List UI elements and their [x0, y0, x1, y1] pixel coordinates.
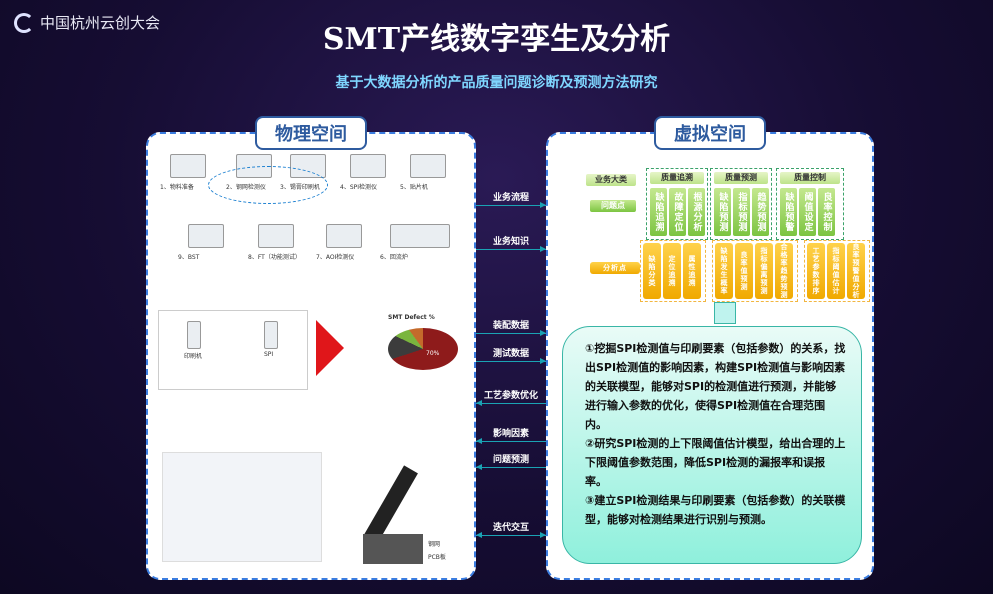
analysis-cell: 指标偏离预测 [755, 243, 773, 299]
arrow-line [476, 202, 546, 208]
flow-arrow: 工艺参数优化 [476, 388, 546, 406]
arrow-line [476, 330, 546, 336]
spi-label: SPI [264, 351, 274, 358]
description-item: ②研究SPI检测的上下限阈值估计模型，给出合理的上下限阈值参数范围，降低SPI检… [585, 437, 846, 488]
station-machine [188, 224, 224, 248]
printing-process-images [162, 452, 322, 562]
flow-label: 业务知识 [492, 237, 529, 247]
spi-flow-diagram: 印刷机 SPI [158, 310, 308, 390]
page-subtitle: 基于大数据分析的产品质量问题诊断及预测方法研究 [335, 75, 658, 91]
flow-arrow: 业务流程 [476, 190, 546, 208]
group-box [646, 168, 708, 240]
virtual-space-panel: 虚拟空间 业务大类 问题点 分析点 质量追溯缺陷追溯故障定位根源分析缺陷分类定位… [546, 116, 874, 580]
group-box [710, 168, 772, 240]
problem-cell: 故障定位 [669, 188, 686, 236]
printer-label: 印刷机 [184, 353, 203, 360]
highlight-ellipse [208, 166, 328, 204]
flow-arrow: 测试数据 [476, 346, 546, 364]
station-machine [410, 154, 446, 178]
analysis-label: 分析点 [590, 262, 640, 274]
analysis-cell: 缺陷发生概率 [715, 243, 733, 299]
station-label: 5、贴片机 [400, 184, 428, 191]
flow-arrow: 迭代交互 [476, 520, 546, 538]
arrow-line [476, 400, 546, 406]
flow-arrow: 影响因素 [476, 426, 546, 444]
flow-arrow: 问题预测 [476, 452, 546, 470]
logo: 中国杭州云创大会 [14, 12, 160, 33]
analysis-cell: 工艺参数排序 [807, 243, 825, 299]
flow-label: 影响因素 [492, 429, 529, 439]
problem-cell: 根源分析 [688, 188, 705, 236]
station-machine [170, 154, 206, 178]
pcb-label: PCB板 [428, 554, 446, 561]
panel-title: 物理空间 [255, 116, 367, 150]
description-item: ③建立SPI检测结果与印刷要素（包括参数）的关联模型，能够对检测结果进行识别与预… [585, 494, 846, 526]
analysis-cell: 合格率趋势预测 [775, 243, 793, 299]
arrow-line [476, 438, 546, 444]
down-arrow-icon [714, 302, 736, 324]
problem-cell: 缺陷预测 [714, 188, 731, 236]
description-box: ①挖掘SPI检测值与印刷要素（包括参数）的关系，找出SPI检测值的影响因素，构建… [562, 326, 862, 564]
station-label: 4、SPI检测仪 [340, 184, 378, 191]
arrow-line [476, 464, 546, 470]
group-title: 质量控制 [780, 172, 840, 184]
pct-label: 70% [426, 350, 440, 357]
station-label: 1、物料准备 [160, 184, 194, 191]
logo-icon [14, 12, 34, 33]
description-item: ①挖掘SPI检测值与印刷要素（包括参数）的关系，找出SPI检测值的影响因素，构建… [585, 342, 846, 431]
group-title: 质量预测 [714, 172, 768, 184]
analysis-cell: 良率值预测 [735, 243, 753, 299]
problem-cell: 阈值设定 [799, 188, 816, 236]
arrow-line [476, 246, 546, 252]
page-title: SMT产线数字孪生及分析 [322, 22, 671, 57]
group-box [776, 168, 844, 240]
analysis-group-box [640, 240, 706, 302]
station-machine [350, 154, 386, 178]
arrow-line [476, 358, 546, 364]
flow-label: 问题预测 [492, 455, 529, 465]
analysis-group-box [804, 240, 870, 302]
problem-cell: 良率控制 [818, 188, 835, 236]
analysis-cell: 指标阈值估计 [827, 243, 845, 299]
category-label: 业务大类 [586, 174, 636, 186]
station-label: 7、AOI检测仪 [316, 254, 355, 261]
analysis-cell: 缺陷分类 [643, 243, 661, 299]
analysis-cell: 定位追溯 [663, 243, 681, 299]
arrow-line [476, 532, 546, 538]
group-title: 质量追溯 [650, 172, 704, 184]
steel-label: 钢网 [428, 541, 441, 548]
defect-pie-chart: SMT Defect % 70% [348, 314, 468, 384]
flow-label: 迭代交互 [492, 523, 529, 533]
red-arrow-icon [316, 320, 344, 376]
flow-label: 装配数据 [492, 321, 529, 331]
squeegee-diagram: 钢网 PCB板 [343, 464, 468, 574]
problem-cell: 缺陷预警 [780, 188, 797, 236]
station-label: 9、BST [178, 254, 200, 261]
problem-cell: 指标预测 [733, 188, 750, 236]
flow-label: 工艺参数优化 [483, 391, 538, 401]
flow-arrow: 装配数据 [476, 318, 546, 336]
analysis-cell: 良率预警值分析 [847, 243, 865, 299]
problem-cell: 缺陷追溯 [650, 188, 667, 236]
station-machine [326, 224, 362, 248]
logo-text: 中国杭州云创大会 [40, 14, 161, 32]
station-machine [390, 224, 450, 248]
station-machine [258, 224, 294, 248]
station-label: 6、回流炉 [380, 254, 408, 261]
flow-label: 测试数据 [492, 349, 529, 359]
chart-title: SMT Defect % [388, 314, 435, 321]
station-label: 8、FT（功能测试） [248, 254, 301, 261]
panel-title: 虚拟空间 [654, 116, 766, 150]
flow-arrow: 业务知识 [476, 234, 546, 252]
problem-label: 问题点 [590, 200, 636, 212]
analysis-cell: 属性追溯 [683, 243, 701, 299]
problem-cell: 趋势预测 [752, 188, 769, 236]
flow-label: 业务流程 [492, 193, 529, 203]
analysis-group-box [712, 240, 798, 302]
